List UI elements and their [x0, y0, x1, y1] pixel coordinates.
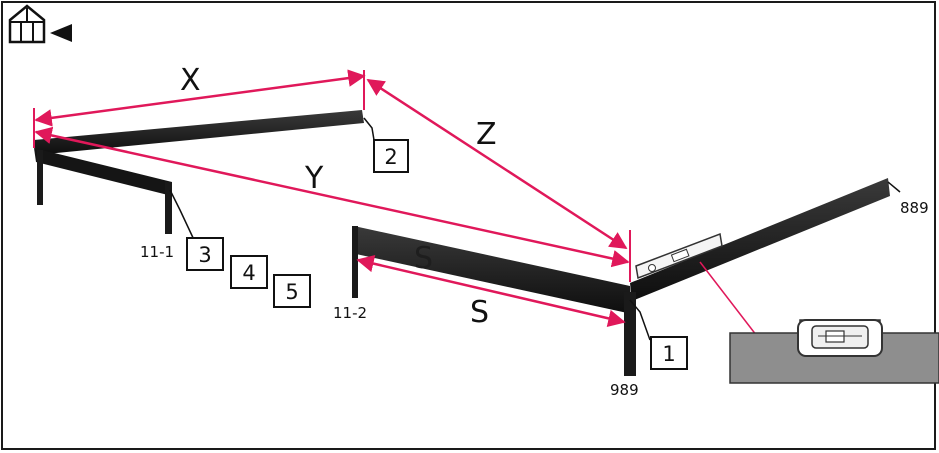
z-dimension-arrow: [366, 78, 628, 250]
step-box-1: 1: [650, 336, 688, 370]
y-dimension-arrow: [34, 126, 630, 268]
part-label-11-2: 11-2: [333, 304, 367, 322]
part-label-11-1: 11-1: [140, 243, 174, 261]
step-box-4: 4: [230, 255, 268, 289]
x-dimension-label: X: [180, 63, 201, 98]
z-dimension-label: Z: [476, 117, 497, 152]
s-dimension-label: S: [470, 295, 489, 330]
step-number-4: 4: [242, 261, 255, 285]
level-bubble-detail-icon: [729, 319, 939, 384]
s-dimension-arrow: [356, 255, 626, 327]
spirit-level-icon: [635, 232, 723, 280]
step-box-3: 3: [186, 237, 224, 271]
step-leaders: [169, 117, 901, 341]
part-label-889: 889: [900, 199, 929, 217]
step-box-5: 5: [273, 274, 311, 308]
step-box-2: 2: [373, 139, 409, 173]
level-detail-leader: [699, 261, 761, 341]
step-number-2: 2: [384, 145, 397, 169]
step-number-1: 1: [662, 342, 675, 366]
dimension-arrows: [33, 69, 631, 327]
part-label-989: 989: [610, 381, 639, 399]
step-number-3: 3: [198, 243, 211, 267]
y-dimension-label: Y: [304, 161, 324, 196]
s-beam-label: S: [414, 241, 433, 276]
greenhouse-view-icon: [8, 4, 72, 44]
x-dimension-arrow: [34, 69, 366, 127]
step-number-5: 5: [285, 280, 298, 304]
